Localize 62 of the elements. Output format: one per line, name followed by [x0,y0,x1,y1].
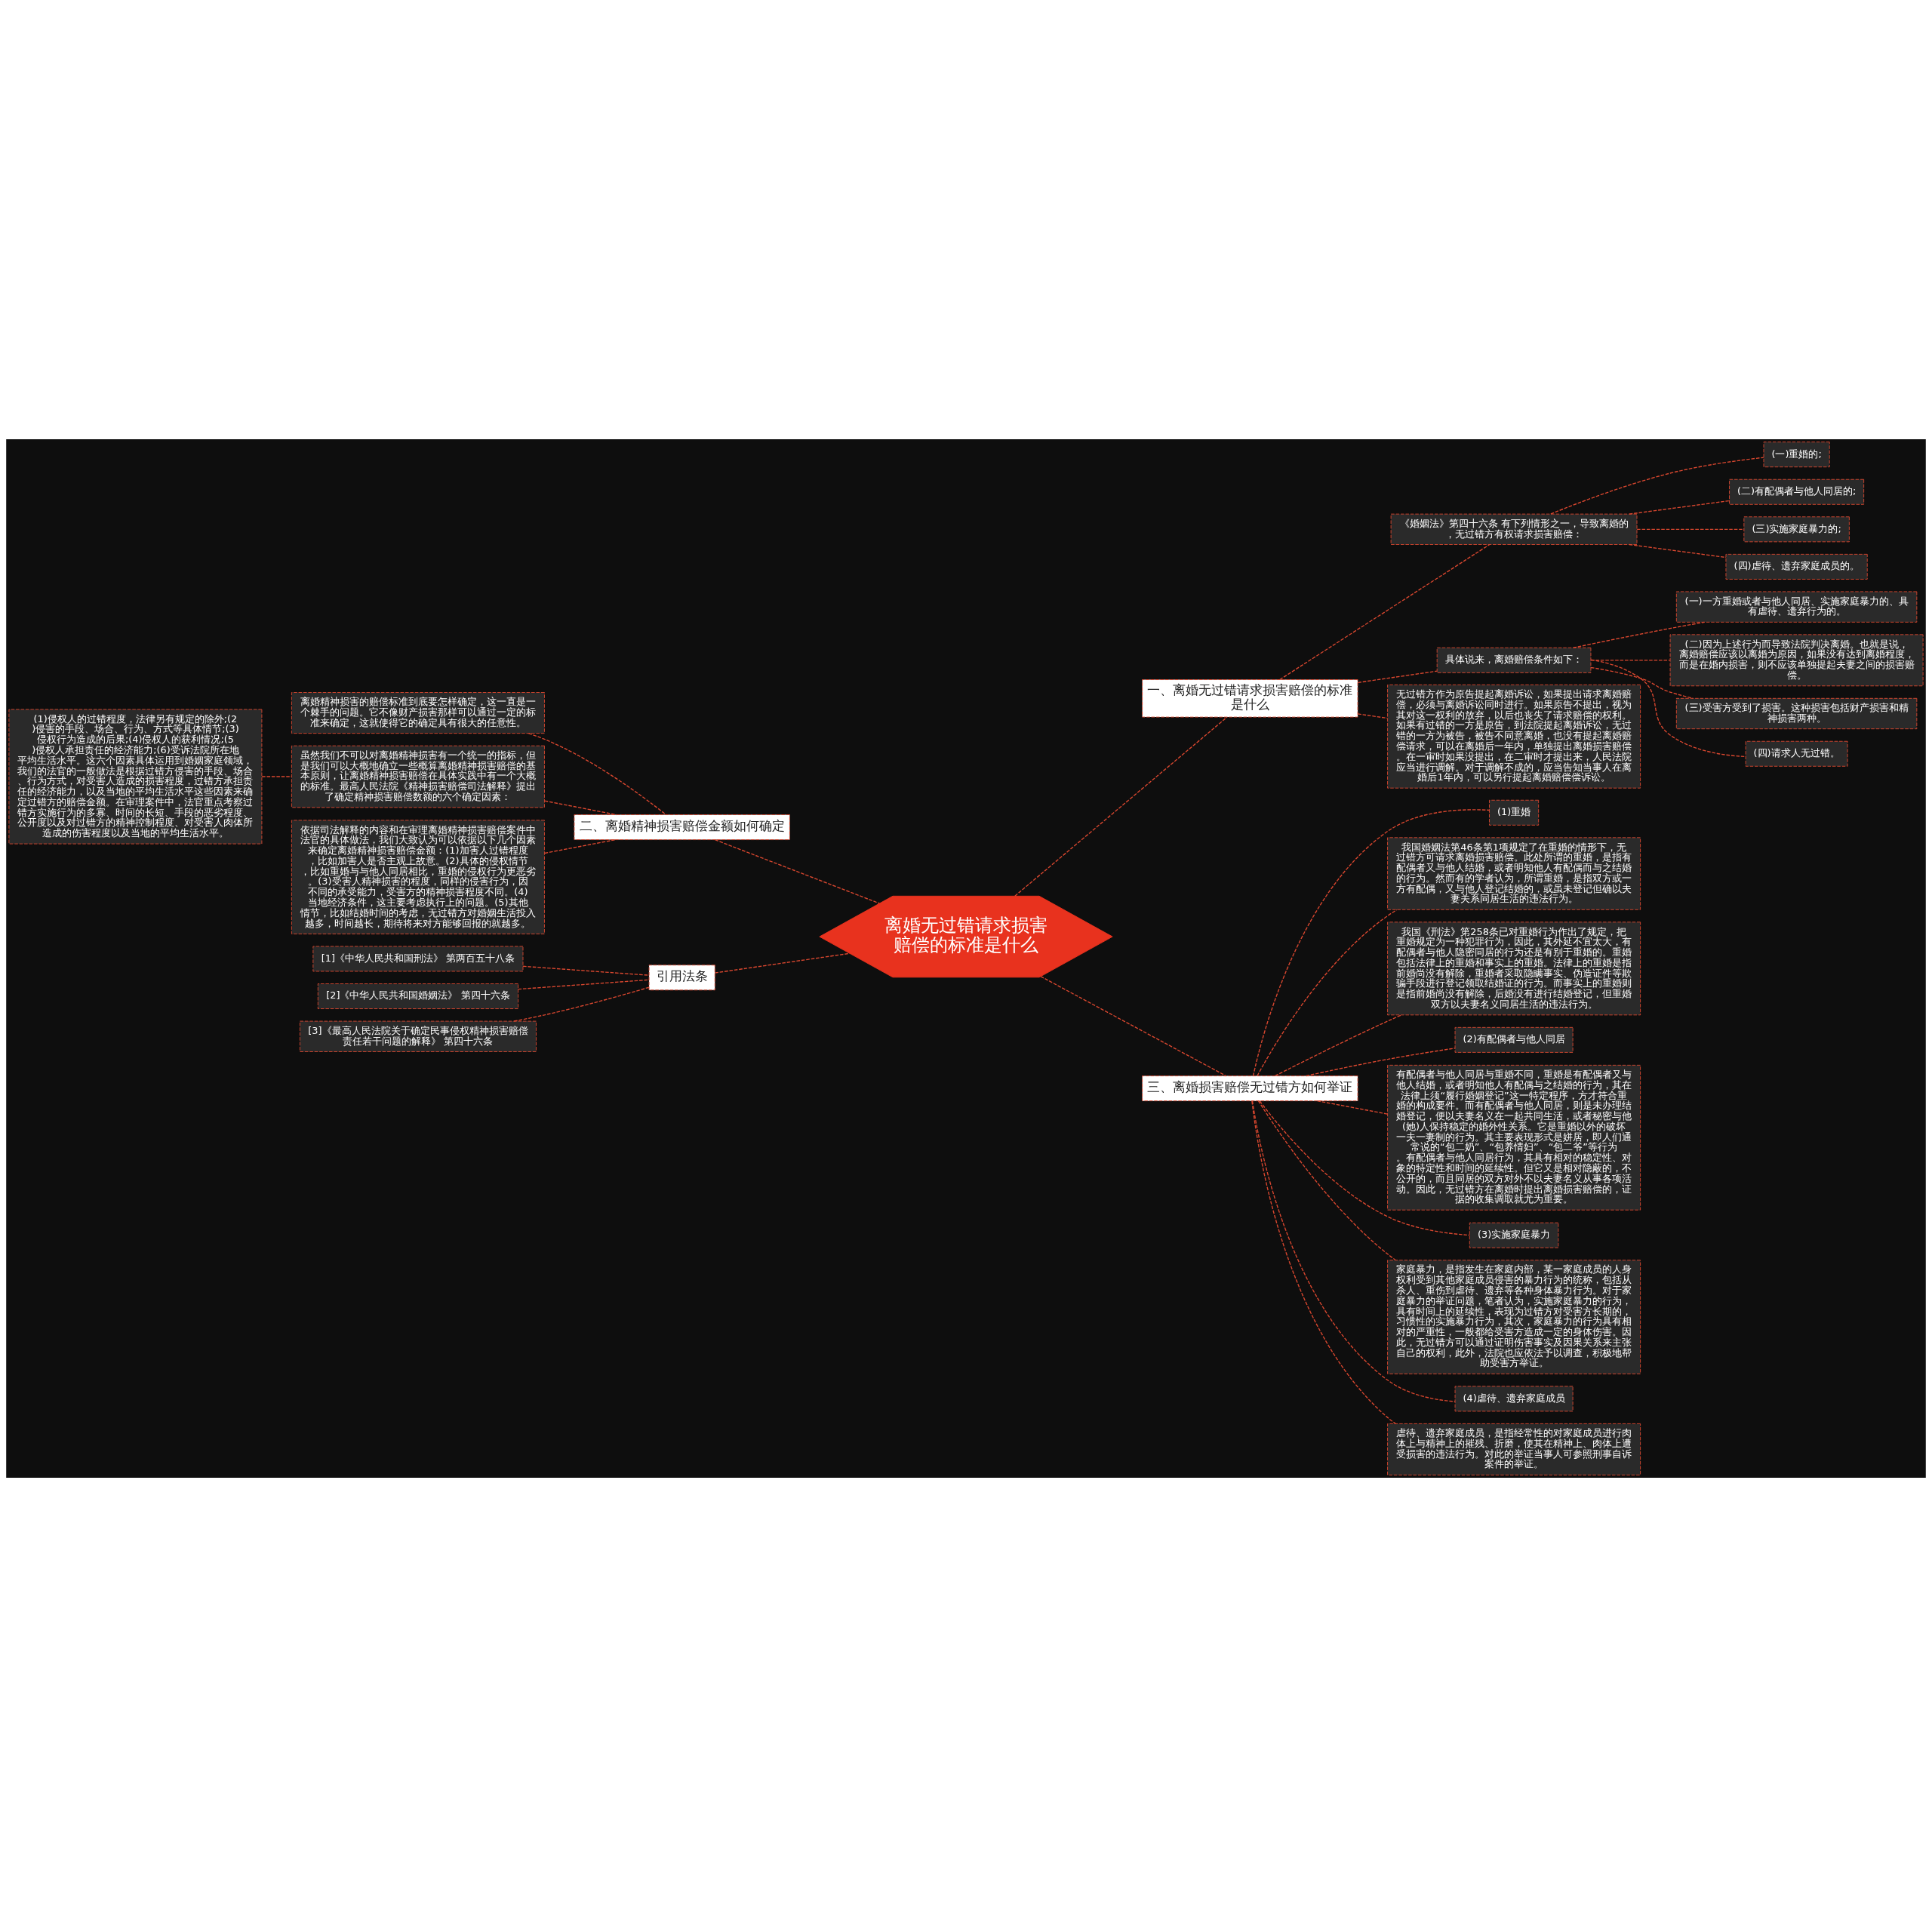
node-box: 具体说来，离婚赔偿条件如下： [1436,647,1592,673]
connector [1251,1100,1456,1402]
node-box: 一、离婚无过错请求损害赔偿的标准是什么 [1142,679,1358,718]
connector [543,800,617,816]
node-box: 《婚姻法》第四十六条 有下列情形之一，导致离婚的，无过错方有权请求损害赔偿： [1390,513,1638,545]
node-box: (二)有配偶者与他人同居的; [1729,478,1865,505]
node-box: (1)重婚 [1489,799,1540,826]
connector [543,838,617,854]
node-box: (2)有配偶者与他人同居 [1454,1026,1574,1053]
connector [1259,1100,1470,1236]
node-box: (四)请求人无过错。 [1745,740,1848,767]
connector [261,776,292,777]
connector [522,965,650,976]
node-box: [3]《最高人民法院关于确定民事侵权精神损害赔偿责任若干问题的解释》 第四十六条 [299,1020,537,1052]
connector [1040,976,1227,1077]
node-box: 我国《刑法》第258条已对重婚行为作出了规定，把重婚规定为一种犯罪行为，因此，其外延不宜太大，有配偶者与他人隐密同居的行为还是有别于重婚的。重婚包括法律上的重婚和事实上的重婚。法律上的重婚是指前婚尚没有解除，重婚者采取隐瞒事实、伪造证件等欺骗手段进行登记领取结婚证的行为。而事实上的重婚则是指前婚尚没有解除，后婚没有进行结婚登记，但重婚双方以夫妻名义同居生活的违法行为。 [1387,922,1641,1016]
node-box: 家庭暴力，是指发生在家庭内部，某一家庭成员的人身权利受到其他家庭成员侵害的暴力行为的统称，包括从杀人、重伤到虐待、遗弃等各种身体暴力行为。对于家庭暴力的举证问题，笔者认为，实施家庭暴力的行为，具有时间上的延续性，表现为过错方对受害方长期的，习惯性的实施暴力行为，其次，家庭暴力的行为具有相对的严重性，一般都给受害方造成一定的身体伤害。因此，无过错方可以通过证明伤害事实及因果关系来主张自己的权利，此外，法院也应依法予以调查，积极地帮助受害方举证。 [1387,1260,1641,1374]
node-box: 我国婚姻法第46条第1项规定了在重婚的情形下，无过错方可请求离婚损害赔偿。此处所谓的重婚，是指有配偶者又与他人结婚，或者明知他人有配偶而与之结婚的行为。然而有的学者认为，所谓重婚，是指双方或一方有配偶，又与他人登记结婚的，或虽未登记但确以夫妻关系同居生活的违法行为。 [1387,837,1641,910]
node-box: 引用法条 [648,965,715,991]
connector [1316,1100,1389,1115]
connector [714,952,851,974]
connector [1275,1014,1402,1077]
connector [1590,660,1671,661]
connector [1590,666,1694,699]
node-box: (4)虐待、遗弃家庭成员 [1454,1386,1574,1412]
node-box: 无过错方作为原告提起离婚诉讼，如果提出请求离婚赔偿，必须与离婚诉讼同时进行。如果原告不提出，视为其对这一权利的放弃，以后也丧失了请求赔偿的权利。如果有过错的一方是原告，到法院提起离婚诉讼，无过错的一方为被告，被告不同意离婚，也没有提起离婚赔偿请求，可以在离婚后一年内，单独提出离婚损害赔偿。在一审时如果没提出，在二审时才提出来，人民法院应当进行调解。对于调解不成的，应当告知当事人在离婚后1年内，可以另行提起离婚赔偿偿诉讼。 [1387,684,1641,789]
connector [528,733,667,816]
connector [1629,543,1727,558]
connector [1573,621,1706,648]
connector [1629,500,1730,515]
connector [1257,1100,1396,1261]
node-box: [1]《中华人民共和国刑法》 第两百五十八条 [312,946,524,972]
connector [1357,713,1388,719]
connector [1590,659,1746,758]
connector [1550,457,1764,515]
node-box: 依据司法解释的内容和在审理离婚精神损害赔偿案件中法官的具体做法，我们大致认为可以依据以下几个因素来确定离婚精神损害赔偿金额：(1)加害人过错程度，比如加害人是否主观上故意。(2)具体的侵权情节，比如重婚与与他人同居相比，重婚的侵权行为更恶劣。(3)受害人精神损害的程度，同样的侵害行为，因不同的承受能力，受害方的精神损害程度不同。(4)当地经济条件，这主要考虑执行上的问题。(5)其他情节，比如结婚时间的考虑，无过错方对婚姻生活投入越多，时间越长，期待将来对方能够回报的就越多。 [291,820,545,934]
node-box: (四)虐待、遗弃家庭成员的。 [1725,553,1868,580]
node-box: (二)因为上述行为而导致法院判决离婚。也就是说，离婚赔偿应该以离婚为原因，如果没有达到离婚程度，而是在婚内损害，则不应该单独提起夫妻之间的损害赔偿。 [1669,634,1924,687]
connector [517,979,650,990]
connector [513,986,650,1022]
connector [1251,1100,1396,1425]
node-box: (1)侵权人的过错程度，法律另有规定的除外;(2)侵害的手段、场合、行为、方式等具体情节;(3)侵权行为造成的后果;(4)侵权人的获利情况;(5)侵权人承担责任的经济能力;(6)受诉法院所在地平均生活水平。这六个因素具体运用到婚姻家庭领域，我们的法官的一般做法是根据过错方侵害的手段、场合、行为方式，对受害人造成的损害程度，过错方承担责任的经济能力，以及当地的平均生活水平这些因素来确定过错方的赔偿金额。在审理案件中，法官重点考察过错方实施行为的多寡、时间的长短、手段的恶劣程度、公开度以及对过错方的精神控制程度、对受害人肉体所造成的伤害程度以及当地的平均生活水平。 [8,709,263,845]
node-box: 虽然我们不可以对离婚精神损害有一个统一的指标，但是我们可以大概地确立一些概算离婚精神损害赔偿的基本原则，让离婚精神损害赔偿在具体实践中有一个大概的标准。最高人民法院《精神损害赔偿司法解释》提出了确定精神损害赔偿数额的六个确定因素： [291,745,545,808]
node-box: (三)实施家庭暴力的; [1743,516,1850,543]
node-box: (三)受害方受到了损害。这种损害包括财产损害和精神损害两种。 [1675,697,1918,730]
connector [1636,528,1745,531]
node-box: (一)一方重婚或者与他人同居、实施家庭暴力的、具有虐待、遗弃行为的。 [1675,591,1918,623]
node-box: (一)重婚的; [1763,442,1830,468]
connector [1306,1048,1456,1077]
node-box: 有配偶者与他人同居与重婚不同，重婚是有配偶者又与他人结婚，或者明知他人有配偶与之结婚的行为，其在法律上须“履行婚姻登记”这一特定程序，方才符合重婚的构成要件。而有配偶者与他人同居，则是未办理结婚登记，便以夫妻名义在一起共同生活，或者秘密与他(她)人保持稳定的婚外性关系。它是重婚以外的破坏一夫一妻制的行为。其主要表现形式是姘居，即人们通常说的“包二奶”、“包养情妇”、“包二爷”等行为。有配偶者与他人同居行为，其具有相对的稳定性、对象的特定性和时间的延续性。但它又是相对隐蔽的，不公开的，而且同居的双方对外不以夫妻名义从事各项活动。因此，无过错方在离婚时提出离婚损害赔偿的，证据的收集调取就尤为重要。 [1387,1064,1641,1211]
node-box: (3)实施家庭暴力 [1469,1222,1559,1248]
connector [1252,809,1490,1077]
node-box: 三、离婚损害赔偿无过错方如何举证 [1142,1075,1358,1102]
connector [714,839,880,904]
node-box: 虐待、遗弃家庭成员，是指经常性的对家庭成员进行肉体上与精神上的摧残、折磨，使其在精神上、肉体上遭受损害的违法行为。对此的举证当事人可参照刑事自诉案件的举证。 [1387,1423,1641,1475]
connector [1014,716,1228,897]
connector [1257,909,1398,1076]
node-box: [2]《中华人民共和国婚姻法》 第四十六条 [317,983,519,1009]
connector [1279,543,1491,681]
node-box: 二、离婚精神损害赔偿金额如何确定 [574,814,790,841]
node-box: 离婚精神损害的赔偿标准到底要怎样确定，这一直是一个棘手的问题。它不像财产损害那样可以通过一定的标准来确定，这就使得它的确定具有很大的任意性。 [291,692,545,734]
connector [1357,670,1438,684]
